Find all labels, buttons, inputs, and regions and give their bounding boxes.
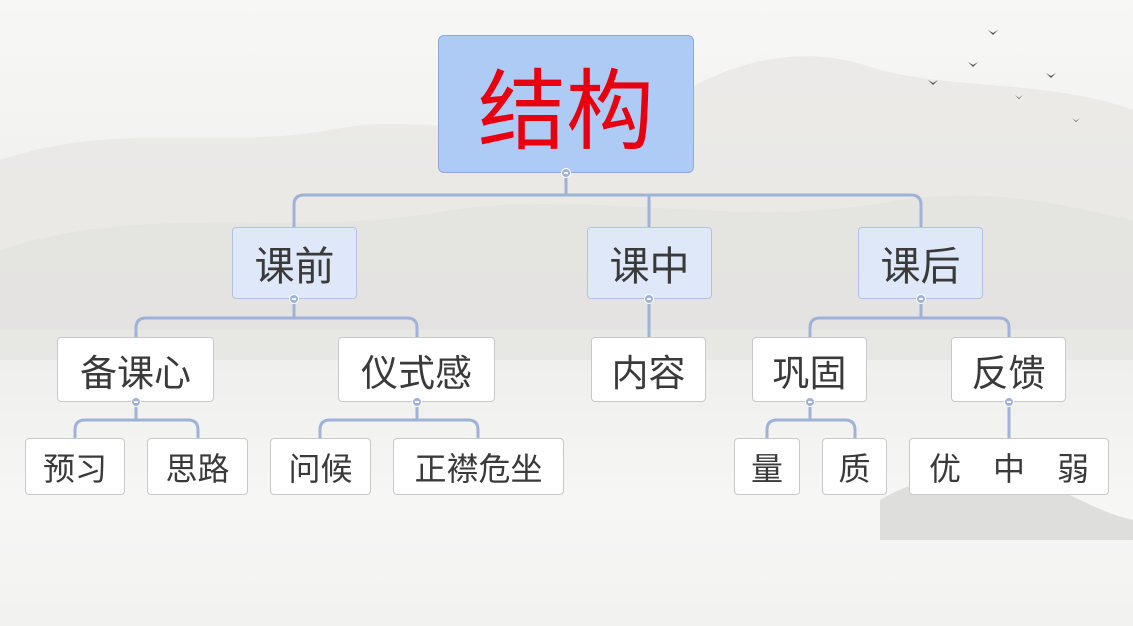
node-label: 内容 (611, 351, 686, 395)
root-node[interactable]: 结构 (438, 35, 694, 173)
collapse-icon[interactable] (412, 397, 422, 407)
node-kehou[interactable]: 课后 (858, 227, 983, 299)
collapse-icon[interactable] (289, 294, 299, 304)
node-silu[interactable]: 思路 (147, 438, 248, 495)
node-beikexin[interactable]: 备课心 (57, 337, 214, 402)
connector-beikexin (73, 402, 200, 438)
node-label: 课中 (609, 244, 690, 290)
collapse-icon[interactable] (644, 294, 654, 304)
root-label: 结构 (477, 59, 654, 163)
connector-kqian (134, 299, 419, 337)
node-gonggu[interactable]: 巩固 (752, 337, 867, 402)
birds-icon (928, 30, 1080, 122)
connector-khou (808, 299, 1011, 337)
collapse-icon[interactable] (1004, 397, 1014, 407)
collapse-icon[interactable] (916, 294, 926, 304)
collapse-icon[interactable] (561, 168, 571, 178)
node-fankui[interactable]: 反馈 (951, 337, 1066, 402)
node-label: 量 (750, 449, 783, 488)
node-label: 课前 (254, 244, 335, 290)
node-label: 质 (838, 449, 871, 488)
node-label: 巩固 (772, 351, 847, 395)
node-label: 备课心 (80, 351, 191, 395)
node-liang[interactable]: 量 (734, 438, 800, 495)
node-zhi[interactable]: 质 (822, 438, 887, 495)
node-wenhou[interactable]: 问候 (270, 438, 371, 495)
connector-yishigan (318, 402, 480, 438)
node-you-zhong-ruo[interactable]: 优 中 弱 (909, 438, 1109, 495)
node-yishigan[interactable]: 仪式感 (338, 337, 495, 402)
node-kezhong[interactable]: 课中 (587, 227, 712, 299)
node-neirong[interactable]: 内容 (591, 337, 706, 402)
node-yuxi[interactable]: 预习 (25, 438, 125, 495)
node-label: 问候 (288, 449, 353, 488)
collapse-icon[interactable] (131, 397, 141, 407)
connector-root (292, 173, 923, 227)
node-zhengjinweizuo[interactable]: 正襟危坐 (393, 438, 564, 495)
node-label: 课后 (880, 244, 961, 290)
connector-gonggu (765, 402, 857, 438)
node-label: 正襟危坐 (414, 449, 543, 488)
node-label: 优 中 弱 (928, 449, 1089, 488)
node-keqian[interactable]: 课前 (232, 227, 357, 299)
node-label: 预习 (42, 449, 107, 488)
node-label: 仪式感 (361, 351, 472, 395)
collapse-icon[interactable] (805, 397, 815, 407)
node-label: 思路 (165, 449, 230, 488)
node-label: 反馈 (971, 351, 1046, 395)
